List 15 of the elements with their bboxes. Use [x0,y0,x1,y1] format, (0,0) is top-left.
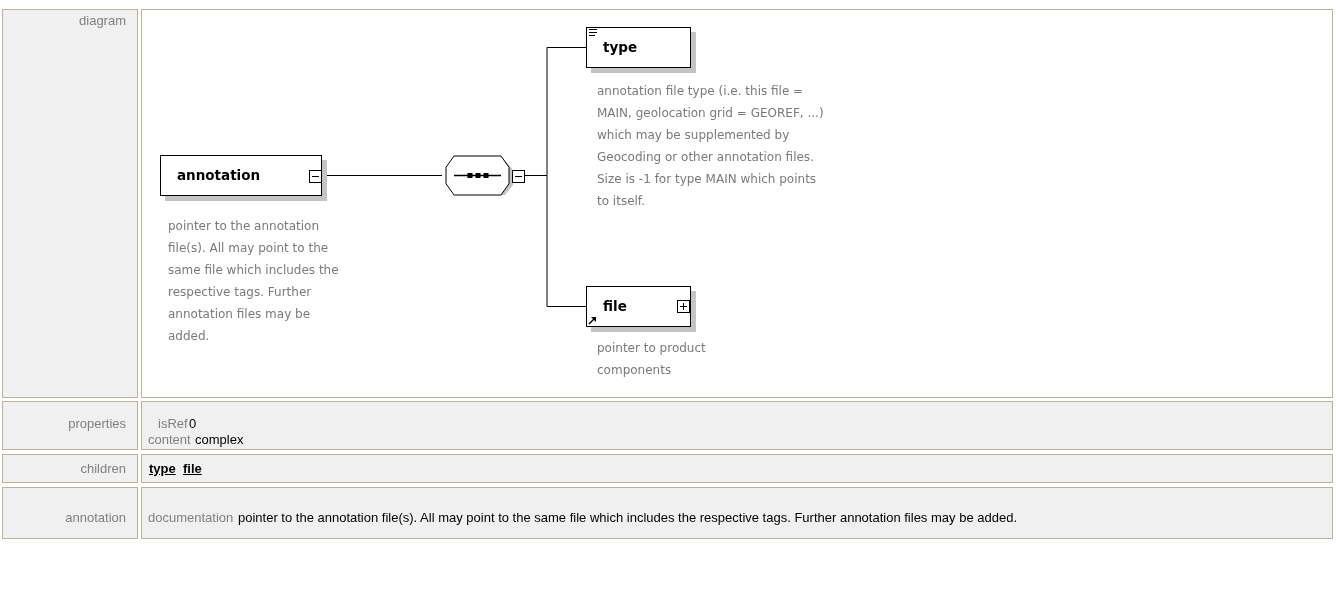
property-value: complex [195,432,244,447]
row-label: children [80,461,126,476]
property-value: 0 [189,416,197,431]
element-description: pointer to product components [597,340,707,379]
row-label: diagram [79,13,126,28]
element-description: pointer to the annotation file(s). All may point to the same file which includes the respective tags. Further annotation files may be added. [168,218,340,345]
row-label: annotation [65,510,126,525]
element-description: annotation file type (i.e. this file = MAIN, geolocation grid = GEOREF, ...) which may be supplemented by Geocoding or other annotation files. Size is -1 for type MAIN which points to itself. [597,83,825,210]
row-label: content [148,432,191,447]
child-link: file [183,461,202,476]
row-label: isRef [158,416,188,431]
row-label: properties [68,416,126,431]
row-label: documentation [148,510,234,525]
child-link: type [149,461,176,476]
documentation-text: pointer to the annotation file(s). All may point to the same file which includes the respective tags. Further annotation files may be added. [238,510,1018,525]
